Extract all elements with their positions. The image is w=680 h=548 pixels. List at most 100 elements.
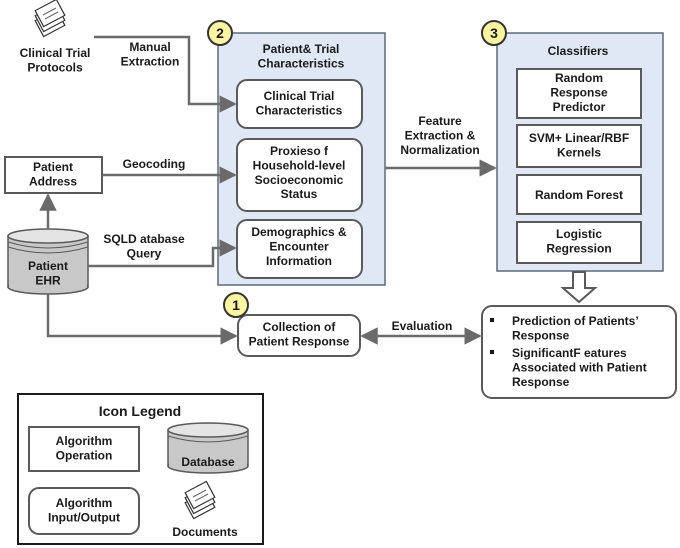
features-label-line-1: SignificantF eatures — [512, 346, 627, 360]
demographics-box — [236, 219, 363, 279]
patient-address-label-line-2: Address — [29, 174, 77, 188]
evaluation-label: Evaluation — [392, 319, 453, 333]
svm-label-line-1: SVM+ Linear/RBF — [529, 131, 629, 145]
classifiers-title-line-1: Classifiers — [548, 44, 609, 58]
random-response-label-line-2: Response — [550, 85, 608, 99]
legend-title-line-1: Icon Legend — [99, 403, 181, 419]
classifiers-to-output-arrow — [560, 271, 598, 304]
demographics-label-line-1: Demographics & — [251, 225, 347, 239]
legend-io-label-line-1: Algorithm — [56, 496, 113, 510]
patient-ehr-label-line-2: EHR — [35, 273, 61, 287]
badge-1 — [223, 292, 249, 318]
protocols-documents-icon — [34, 0, 66, 38]
random-response-label-line-1: Random — [555, 71, 603, 85]
ses-label-line-3: Socioeconomic — [255, 173, 344, 187]
patient-address-label-line-1: Patient — [33, 160, 73, 174]
characteristics-title-line-1: Patient& Trial — [263, 42, 340, 56]
badge-3 — [481, 20, 507, 46]
badge-1-label: 1 — [232, 297, 240, 313]
trial-characteristics-box — [236, 79, 363, 129]
legend-documents-label: Documents — [172, 525, 238, 539]
patient-ehr-database — [7, 228, 89, 295]
legend-database-icon — [167, 422, 249, 474]
ses-box — [236, 138, 363, 212]
classifiers-title: Classifiers — [548, 44, 609, 58]
protocols-label-line-1: Clinical Trial — [20, 46, 91, 60]
svm-box — [516, 124, 642, 168]
legend-operation-box — [28, 426, 140, 472]
logistic-box — [516, 221, 642, 264]
legend-database-label-line-1: Database — [181, 455, 235, 469]
legend-database-label: Database — [181, 455, 235, 469]
logistic-label-line-1: Logistic — [556, 227, 602, 241]
feature-extraction-label-line-3: Normalization — [400, 143, 479, 157]
demographics-label-line-2: Encounter — [269, 239, 329, 253]
collection-box — [237, 314, 361, 357]
geocoding-label: Geocoding — [123, 157, 186, 171]
ses-label-line-2: Household-level — [253, 158, 346, 172]
collection-label-line-1: Collection of — [263, 320, 337, 334]
features-label-line-3: Response — [512, 375, 570, 389]
legend-operation-label-line-1: Algorithm — [56, 434, 113, 448]
ses-label-line-1: Proxieso f — [270, 144, 329, 158]
protocols-label-line-2: Protocols — [27, 60, 83, 74]
sql-query-arrow — [88, 239, 237, 268]
legend-operation-label-line-2: Operation — [56, 448, 113, 462]
manual-extraction-arrow — [94, 35, 237, 113]
legend-io-label-line-2: Input/Output — [48, 510, 120, 524]
feature-extraction-label-line-1: Feature — [418, 114, 462, 128]
ses-label-line-4: Status — [281, 187, 318, 201]
random-forest-label: Random Forest — [535, 188, 623, 202]
badge-2 — [207, 20, 233, 46]
sql-query-label-line-1: SQLD atabase — [103, 232, 185, 246]
prediction-label: Prediction of Patients’Response — [512, 314, 639, 342]
legend-title: Icon Legend — [99, 403, 181, 419]
prediction-label-line-2: Response — [512, 328, 570, 342]
sql-query-label-line-2: Query — [127, 246, 162, 260]
legend-documents-icon — [184, 480, 216, 520]
output-bullet-2 — [490, 350, 494, 354]
badge-2-label: 2 — [216, 25, 224, 41]
random-response-label-line-3: Predictor — [553, 100, 606, 114]
legend-io-box — [28, 487, 140, 535]
features-label-line-2: Associated with Patient — [512, 360, 647, 374]
random-response-box — [516, 68, 642, 119]
output-box — [481, 305, 677, 399]
patient-ehr-label-line-1: Patient — [28, 259, 68, 273]
prediction-label-line-1: Prediction of Patients’ — [512, 314, 639, 328]
demographics-label-line-3: Information — [266, 254, 332, 268]
logistic-label-line-2: Regression — [546, 241, 611, 255]
legend-documents-label-line-1: Documents — [172, 525, 238, 539]
collection-label-line-2: Patient Response — [249, 334, 350, 348]
manual-extraction-label-line-1: Manual — [129, 40, 170, 54]
svm-label-line-2: Kernels — [557, 145, 601, 159]
manual-extraction-label-line-2: Extraction — [121, 54, 180, 68]
feature-extraction-label-line-2: Extraction & — [405, 128, 476, 142]
ehr-to-collection-arrow — [46, 294, 238, 345]
geocoding-label-line-1: Geocoding — [123, 157, 186, 171]
trial-characteristics-label-line-2: Characteristics — [256, 103, 343, 117]
characteristics-title-line-2: Characteristics — [258, 56, 345, 70]
random-forest-label-line-1: Random Forest — [535, 188, 623, 202]
evaluation-label-line-1: Evaluation — [392, 319, 453, 333]
output-bullet-1 — [490, 318, 494, 322]
trial-characteristics-label-line-1: Clinical Trial — [264, 89, 335, 103]
